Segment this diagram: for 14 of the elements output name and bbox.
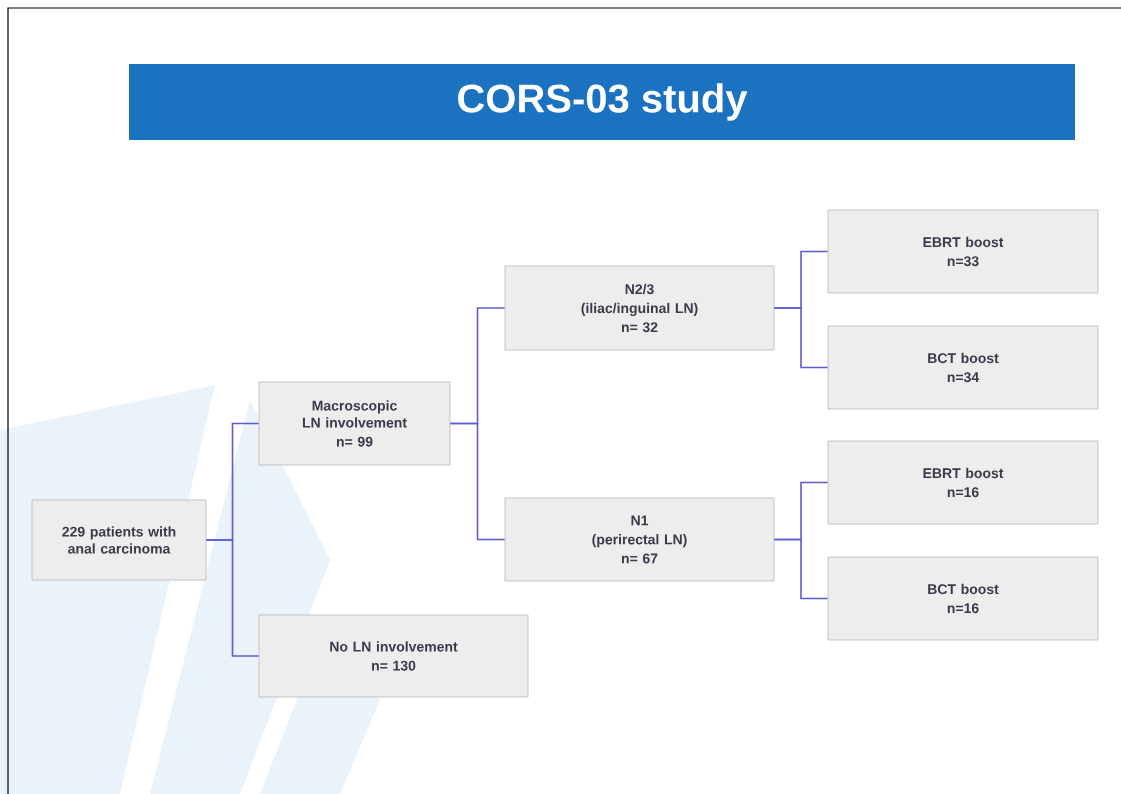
group-box: No LN involvement n= 130	[258, 614, 529, 698]
connector-line	[449, 422, 506, 541]
group-box: BCT boost n=16	[827, 556, 1099, 641]
group-box: EBRT boost n=33	[827, 209, 1099, 294]
group-box: N2/3 (iliac/inguinal LN) n= 32	[504, 265, 775, 351]
group-box: Macroscopic LN involvement n= 99	[258, 381, 451, 466]
title-banner: CORS-03 study	[129, 64, 1075, 140]
connector-line	[773, 538, 829, 600]
connector-line	[205, 539, 260, 657]
connector-line	[773, 307, 829, 369]
group-box: N1 (perirectal LN) n= 67	[504, 497, 775, 582]
group-box: BCT boost n=34	[827, 325, 1099, 410]
group-box: 229 patients with anal carcinoma	[31, 499, 207, 581]
group-box: EBRT boost n=16	[827, 440, 1099, 525]
